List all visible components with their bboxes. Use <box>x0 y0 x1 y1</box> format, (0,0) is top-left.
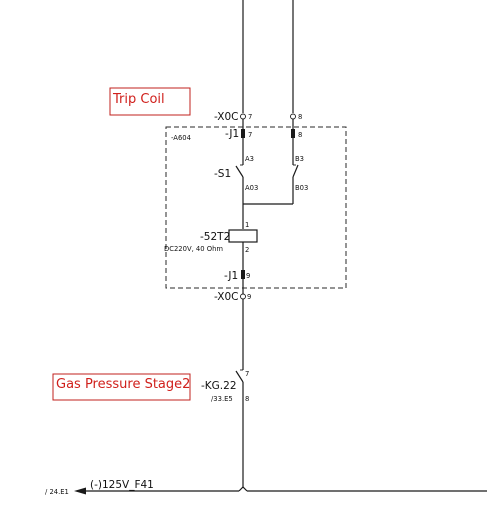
kg22-contact-blade <box>235 370 244 383</box>
gas-pressure-annotation: Gas Pressure Stage2 <box>52 373 191 401</box>
x0c-bottom-label: -X0C <box>214 291 238 303</box>
coil-52t2-symbol <box>228 229 258 243</box>
j1-bottom-label: -J1 <box>224 270 238 282</box>
x0c-top-pin-8: 8 <box>298 113 302 121</box>
trip-coil-annotation: Trip Coil <box>109 87 191 116</box>
supply-ref: / 24.E1 <box>45 488 69 496</box>
s1-contact-a-blade <box>235 165 244 178</box>
device-a604-box <box>165 126 347 289</box>
kg22-pin-8: 8 <box>245 395 249 403</box>
s1-b03-label: B03 <box>295 184 308 192</box>
x0c-top-pin-7: 7 <box>248 113 252 121</box>
coil-pin-1: 1 <box>245 221 249 229</box>
x0c-top-terminal-8 <box>290 113 296 120</box>
x0c-top-label: -X0C <box>214 111 238 123</box>
device-a604-label: -A604 <box>171 134 191 142</box>
x0c-top-terminal-7 <box>240 113 246 120</box>
supply-label: (-)125V_F41 <box>90 479 154 491</box>
kg22-pin-7: 7 <box>245 370 249 378</box>
kg22-tag: -KG.22 <box>201 380 237 392</box>
kg22-ref: /33.E5 <box>211 395 233 403</box>
j1-top-pin-8: 8 <box>298 131 302 139</box>
gas-pressure-annotation-text: Gas Pressure Stage2 <box>56 377 190 392</box>
trip-coil-annotation-text: Trip Coil <box>112 92 165 107</box>
coil-rating: DC220V, 40 Ohm <box>164 245 223 253</box>
coil-tag: -52T2 <box>200 231 230 243</box>
s1-a3-label: A3 <box>245 155 254 163</box>
s1-b3-label: B3 <box>295 155 304 163</box>
j1-bottom-pin-9: 9 <box>246 272 250 280</box>
s1-a03-label: A03 <box>245 184 258 192</box>
supply-arrow-icon <box>74 487 86 495</box>
j1-bottom-connector-9 <box>241 270 245 279</box>
coil-pin-2: 2 <box>245 246 249 254</box>
s1-tag: -S1 <box>214 168 231 180</box>
x0c-bottom-pin-9: 9 <box>247 293 251 301</box>
x0c-bottom-terminal-9 <box>240 293 246 300</box>
supply-bus-junction <box>238 486 248 492</box>
j1-top-connector-7 <box>241 129 245 138</box>
j1-top-pin-7: 7 <box>248 131 252 139</box>
gas-pressure-annotation-box <box>52 373 191 401</box>
j1-top-connector-8 <box>291 129 295 138</box>
j1-top-label: -J1 <box>225 128 239 140</box>
trip-coil-annotation-box <box>109 87 191 116</box>
s1-contact-b-blade <box>292 164 299 178</box>
